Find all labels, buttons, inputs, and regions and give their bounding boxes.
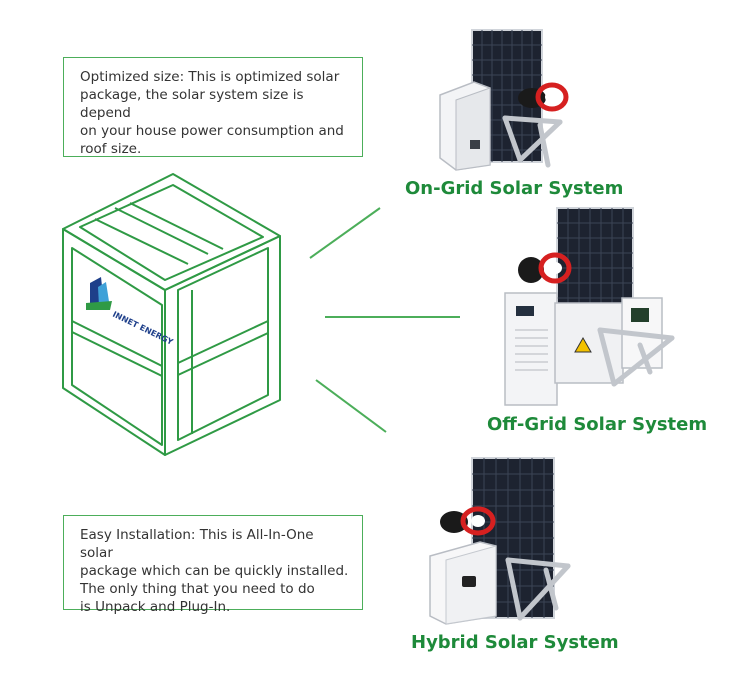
connector-line-top (309, 207, 381, 259)
packaging-crate-icon (62, 173, 281, 456)
on-grid-system-image (439, 29, 569, 171)
on-grid-system-title: On-Grid Solar System (405, 178, 624, 199)
off-grid-system-image (504, 207, 675, 406)
connector-line-bottom (315, 379, 387, 433)
off-grid-system-title: Off-Grid Solar System (487, 414, 708, 435)
hybrid-system-title: Hybrid Solar System (411, 632, 619, 653)
hybrid-system-image (429, 457, 571, 625)
optimized-size-note: Optimized size: This is optimized solar … (63, 57, 363, 157)
easy-installation-note: Easy Installation: This is All-In-One so… (63, 515, 363, 615)
